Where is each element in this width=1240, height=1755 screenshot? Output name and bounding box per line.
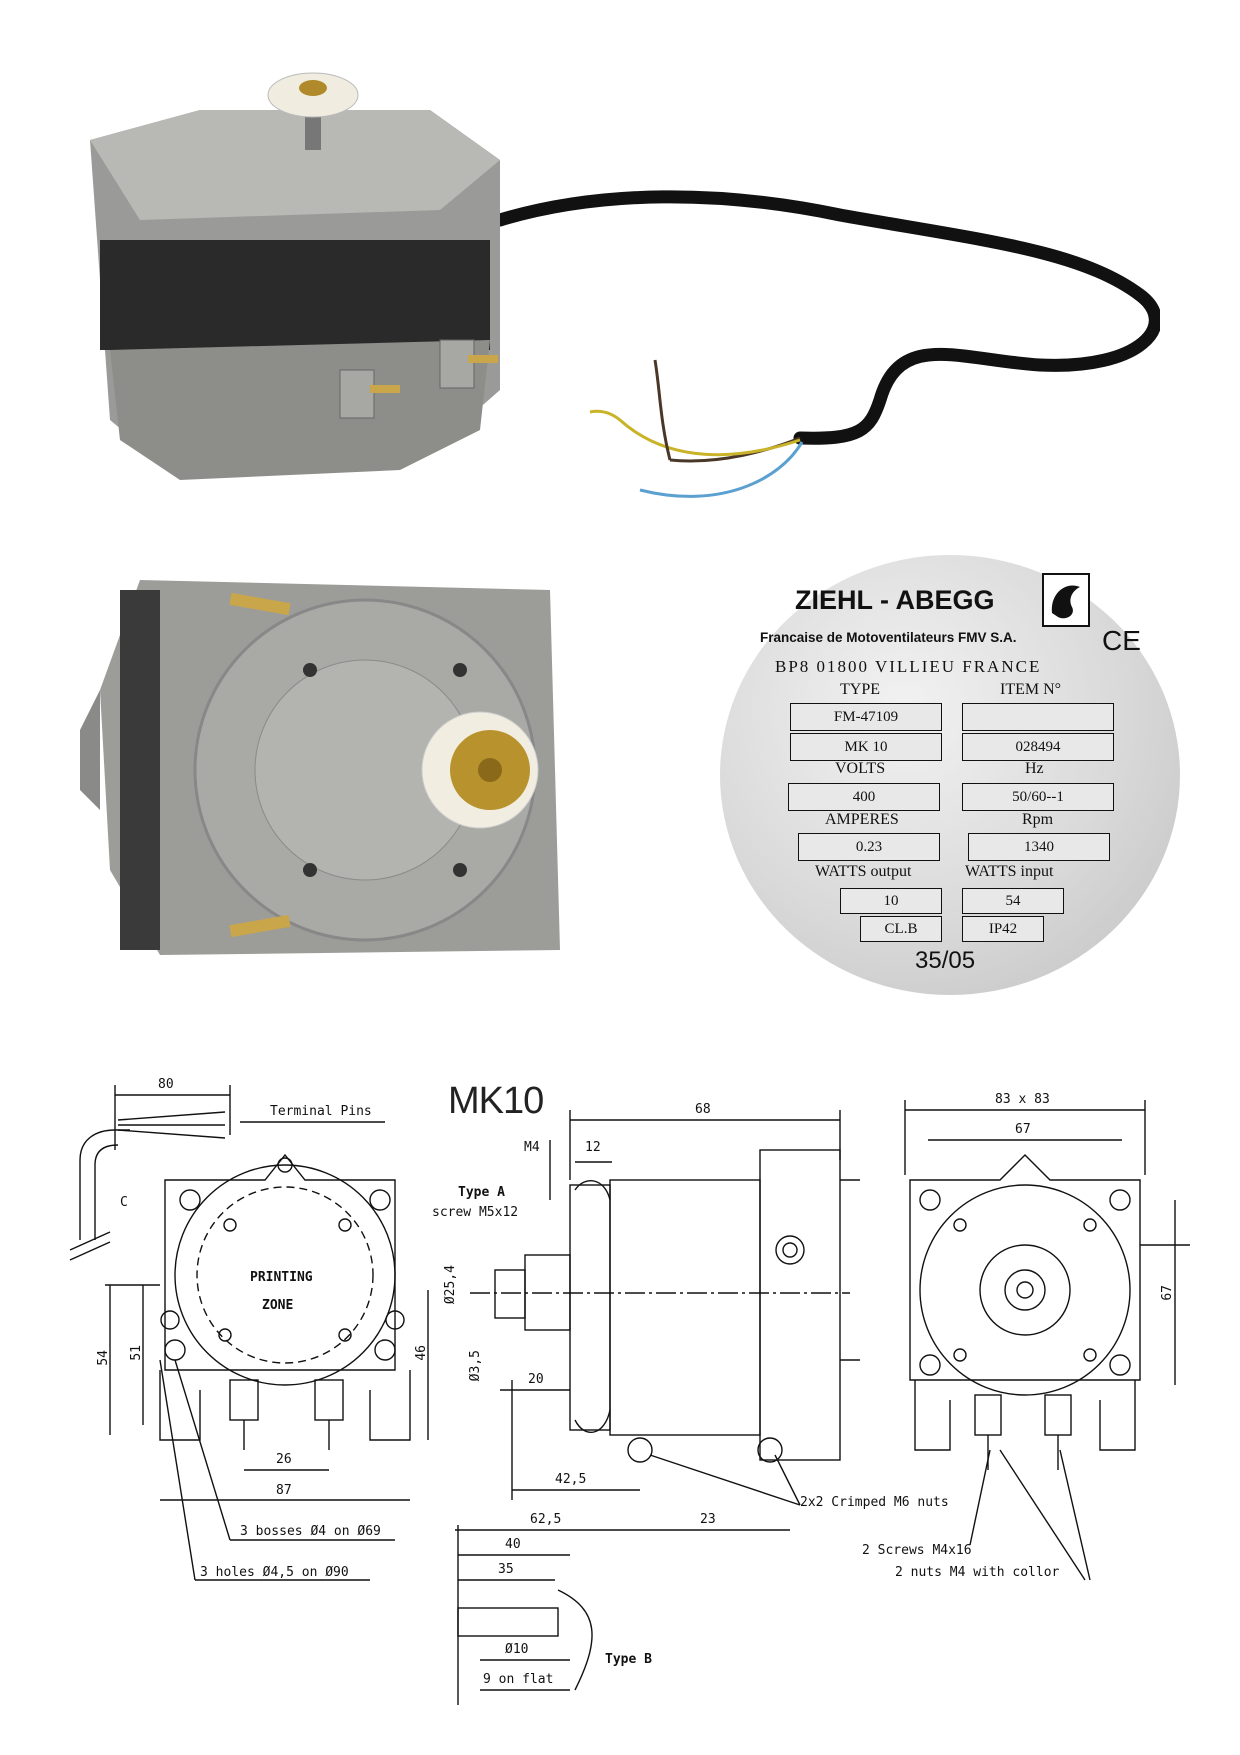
zone-label: ZONE xyxy=(262,1298,294,1313)
volts-value: 400 xyxy=(788,783,940,811)
technical-drawing xyxy=(69,1085,1190,1705)
bosses-label: 3 bosses Ø4 on Ø69 xyxy=(240,1524,381,1539)
ip-rating-value: IP42 xyxy=(962,916,1044,942)
brand-name: ZIEHL - ABEGG xyxy=(795,585,995,615)
dim-68-label: 68 xyxy=(695,1102,711,1117)
screw-label: screw M5x12 xyxy=(432,1205,519,1220)
front-view-drawing xyxy=(69,1085,429,1581)
ce-mark: CE xyxy=(1102,625,1141,656)
nuts-label: 2 nuts M4 with collor xyxy=(895,1565,1060,1580)
crimped-nuts-label: 2x2 Crimped M6 nuts xyxy=(800,1495,949,1510)
brand-subtitle: Francaise de Motoventilateurs FMV S.A. xyxy=(760,630,1017,645)
dim-m4-label: M4 xyxy=(524,1140,540,1155)
rpm-value: 1340 xyxy=(968,833,1110,861)
item-number-value: 028494 xyxy=(962,733,1114,761)
screws-label: 2 Screws M4x16 xyxy=(862,1543,972,1558)
amperes-value: 0.23 xyxy=(798,833,940,861)
brand-logo-icon xyxy=(1042,573,1090,627)
dim-51-label: 51 xyxy=(129,1345,144,1361)
cable-c-label: C xyxy=(120,1195,128,1210)
amperes-label: AMPERES xyxy=(825,811,899,828)
hz-label: Hz xyxy=(1025,760,1044,777)
dim-80-label: 80 xyxy=(158,1077,174,1092)
dim-23-label: 23 xyxy=(700,1512,716,1527)
dim-35-label: 35 xyxy=(498,1562,514,1577)
watts-input-label: WATTS input xyxy=(965,863,1054,880)
dim-20-label: 20 xyxy=(528,1372,544,1387)
volts-label: VOLTS xyxy=(835,760,886,777)
item-label: ITEM N° xyxy=(1000,681,1062,698)
printing-label: PRINTING xyxy=(250,1270,313,1285)
flat-label: 9 on flat xyxy=(483,1672,554,1687)
rating-plate: ZIEHL - ABEGG Francaise de Motoventilate… xyxy=(720,555,1180,995)
dim-12-label: 12 xyxy=(585,1140,601,1155)
date-code: 35/05 xyxy=(915,947,976,974)
dim-67-label: 67 xyxy=(1015,1122,1031,1137)
rear-view-drawing xyxy=(904,1100,1190,1581)
motor-side-photo xyxy=(90,72,1160,498)
dim-3-5-label: Ø3,5 xyxy=(468,1350,483,1382)
watts-output-value: 10 xyxy=(840,888,942,914)
hz-value: 50/60--1 xyxy=(962,783,1114,811)
dim-83x83-label: 83 x 83 xyxy=(995,1092,1050,1107)
holes-label: 3 holes Ø4,5 on Ø90 xyxy=(200,1565,349,1580)
dim-42-5-label: 42,5 xyxy=(555,1472,587,1487)
rating-plate-background xyxy=(720,555,1180,995)
dim-25-4-label: Ø25,4 xyxy=(443,1265,458,1305)
dim-46-label: 46 xyxy=(414,1345,429,1361)
insulation-class-value: CL.B xyxy=(860,916,942,942)
model-value: MK 10 xyxy=(790,733,942,761)
type-b-label: Type B xyxy=(605,1652,652,1667)
watts-input-value: 54 xyxy=(962,888,1064,914)
type-label: TYPE xyxy=(840,681,880,698)
plate-address: BP8 01800 VILLIEU FRANCE xyxy=(775,657,1042,676)
watts-output-label: WATTS output xyxy=(815,863,912,880)
drawing-title: MK10 xyxy=(448,1080,544,1122)
rpm-label: Rpm xyxy=(1022,811,1054,828)
terminal-pins-label: Terminal Pins xyxy=(270,1104,372,1119)
type-a-label: Type A xyxy=(458,1185,505,1200)
type-value: FM-47109 xyxy=(790,703,942,731)
dim-54-label: 54 xyxy=(96,1350,111,1366)
motor-front-photo xyxy=(80,580,560,955)
dim-87-label: 87 xyxy=(276,1483,292,1498)
dim-67-vertical-label: 67 xyxy=(1160,1285,1175,1301)
item-value xyxy=(962,703,1114,731)
dim-62-5-label: 62,5 xyxy=(530,1512,562,1527)
dim-40-label: 40 xyxy=(505,1537,521,1552)
side-view-drawing xyxy=(455,1110,860,1705)
dim-26-label: 26 xyxy=(276,1452,292,1467)
dim-10-label: Ø10 xyxy=(505,1642,529,1657)
